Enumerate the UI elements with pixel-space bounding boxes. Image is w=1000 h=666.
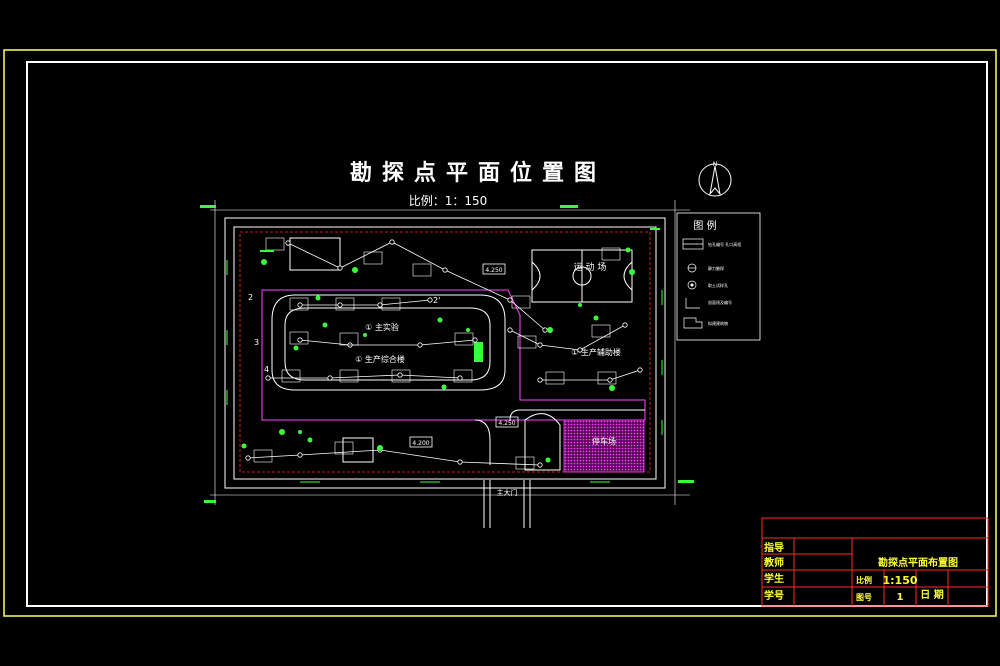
drawing-scale: 比例：1：150: [409, 194, 488, 208]
compass-label: N: [713, 161, 718, 168]
production-building-label: ① 生产综合楼: [355, 354, 405, 364]
legend-item: 钻孔编号 孔口高程: [682, 238, 741, 250]
section-line-icon: [685, 298, 700, 309]
small-building: [289, 237, 341, 271]
legend-item: 剖面线及编号: [685, 298, 732, 309]
drawing-no: 1: [897, 592, 904, 603]
title-block-text: 指导 教师 学生 学号 勘探点平面布置图 比例 1:150 图号 1 日 期: [763, 541, 958, 603]
grid-axis-marks: 2 3 4 2': [248, 293, 440, 374]
date-label: 日 期: [920, 588, 943, 601]
site-boundary: [210, 200, 690, 505]
parking-area: 停车场: [563, 419, 645, 473]
elevation-marker: 4.250: [482, 263, 506, 275]
student-label: 学生: [764, 572, 784, 585]
sports-field-label: 运 动 场: [574, 262, 607, 273]
legend-label: 取土试样孔: [708, 282, 728, 288]
legend-item: 静力触探: [687, 263, 724, 273]
svg-text:3: 3: [254, 338, 259, 347]
gate-label: 主大门: [497, 488, 518, 497]
outer-frame: [3, 49, 997, 617]
elevation-value: 4.250: [485, 267, 502, 274]
legend-item: 拟建建筑物: [683, 317, 728, 329]
dimension-ticks: [226, 260, 663, 483]
advisor-label-2: 教师: [763, 556, 784, 569]
green-block: [474, 342, 483, 362]
legend-label: 静力触探: [708, 265, 724, 271]
elevation-marker: 4.200: [409, 436, 433, 448]
borehole-symbol-icon: [682, 238, 704, 250]
svg-text:2': 2': [433, 296, 440, 305]
production-building-2-label: ① 生产辅助楼: [571, 347, 621, 357]
legend: 图 例 钻孔编号 孔口高程 静力触探 取土试样孔 剖面线及编号: [676, 212, 761, 341]
road-curves: [271, 294, 645, 471]
drawing-no-label: 图号: [856, 593, 872, 602]
tree-marks: [200, 205, 694, 503]
main-building-label: ① 主实验: [365, 322, 399, 332]
student-id-label: 学号: [764, 589, 784, 602]
parking-label: 停车场: [592, 436, 616, 446]
soil-test-icon: [687, 263, 697, 273]
drawing-title: 勘探点平面位置图: [350, 160, 606, 186]
building-outline-icon: [683, 317, 703, 329]
svg-text:4: 4: [264, 365, 269, 374]
legend-label: 剖面线及编号: [708, 299, 732, 305]
title-block: [761, 517, 989, 607]
gate-road: 主大门: [483, 480, 531, 528]
legend-label: 拟建建筑物: [708, 320, 728, 326]
legend-item: 取土试样孔: [687, 280, 728, 290]
elevation-value: 4.250: [498, 420, 515, 427]
internal-road: [261, 289, 646, 421]
legend-title: 图 例: [693, 219, 716, 232]
borehole-tags: [253, 237, 621, 470]
advisor-label-1: 指导: [764, 541, 784, 554]
small-building-2: [342, 437, 374, 463]
scale-value: 1:150: [882, 574, 917, 587]
legend-label: 钻孔编号 孔口高程: [708, 241, 741, 247]
drawing-name: 勘探点平面布置图: [878, 556, 958, 569]
svg-text:2: 2: [248, 293, 253, 302]
sports-field: 运 动 场: [531, 249, 633, 303]
inner-frame: [26, 61, 988, 607]
elevation-marker: 4.250: [495, 416, 519, 428]
north-arrow-icon: N: [698, 161, 732, 197]
rock-sample-icon: [687, 280, 697, 290]
scale-label: 比例: [856, 575, 872, 585]
elevation-value: 4.200: [412, 440, 429, 447]
